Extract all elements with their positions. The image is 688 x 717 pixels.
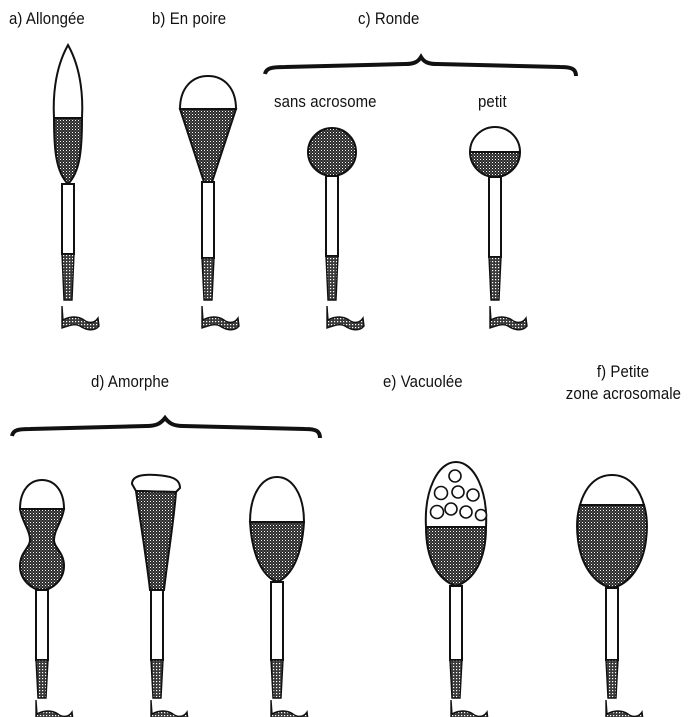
sperm-f-petite-zone-acrosomale [577,475,647,717]
sperm-d-amorphe-2 [132,475,188,717]
sperm-c-petit [470,127,527,330]
sperm-e-vacuolee [426,462,488,717]
sperm-d-amorphe-1 [20,480,73,717]
sperm-b-en-poire [180,76,239,330]
brace-c-ronde [265,57,576,76]
brace-d-amorphe [12,418,320,438]
sperm-a-allongee [54,45,99,330]
sperm-c-sans-acrosome [308,128,364,330]
sperm-d-amorphe-3 [250,477,308,717]
